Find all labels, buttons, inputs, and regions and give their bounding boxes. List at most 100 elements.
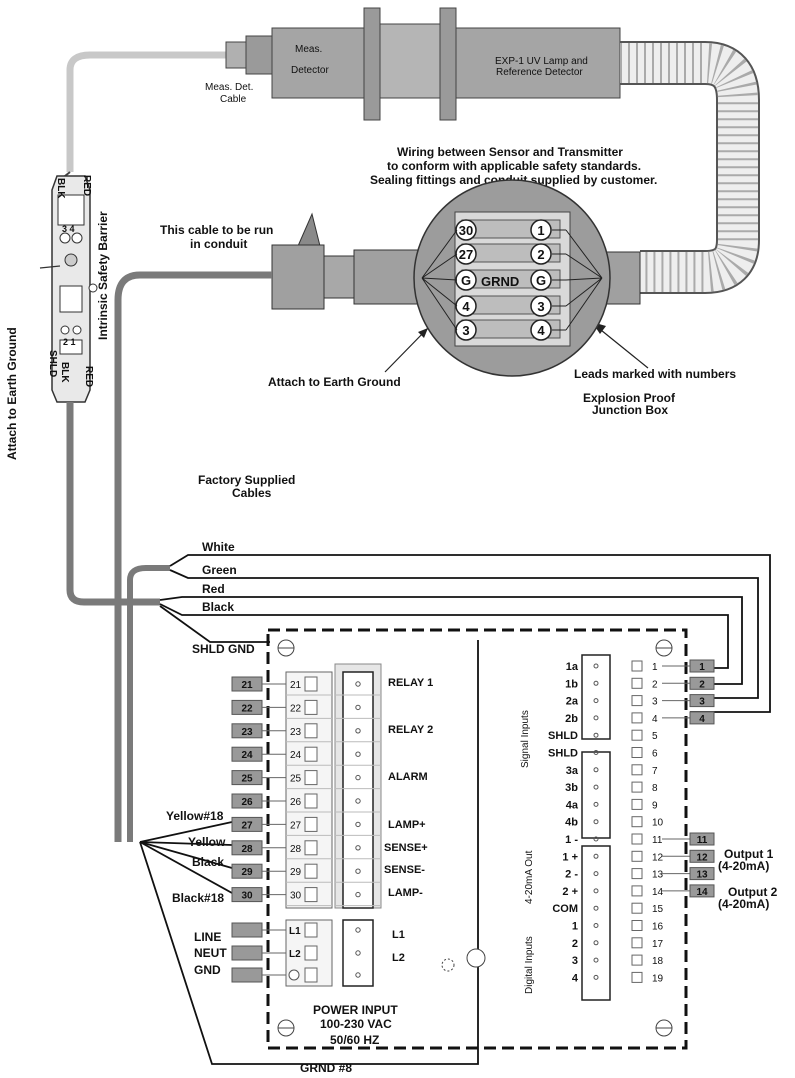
earth-arrow-head [418, 328, 428, 338]
left-leads [421, 229, 458, 331]
relay-contact [355, 728, 361, 734]
terminal-screw [304, 922, 318, 938]
jb-left-badge [455, 219, 477, 241]
flange-left [363, 7, 381, 121]
black18-wire [139, 841, 233, 894]
terminal-number: 29 [290, 867, 302, 878]
wire-tag-number: 30 [241, 891, 253, 902]
right-screw [631, 816, 643, 828]
right-screw [631, 764, 643, 776]
right-terminal-number: 14 [652, 887, 664, 898]
right-terminal-label: SHLD [548, 748, 578, 760]
terminal-number: 27 [290, 820, 302, 831]
right-wire-tag [689, 884, 715, 898]
right-contact [593, 767, 599, 773]
right-contact [593, 974, 599, 980]
lamp-plus-label: LAMP+ [388, 819, 426, 831]
right-screw [631, 937, 643, 949]
terminal-screw [304, 770, 318, 786]
right-wire-tag-number: 11 [697, 835, 708, 846]
right-contact [593, 715, 599, 721]
right-terminal-label: 2b [565, 713, 578, 725]
jb-right-number: 1 [537, 223, 544, 238]
right-terminal-label: 1b [565, 678, 578, 690]
left-wire-labels: Yellow#18 Yellow Black Black#18 LINE NEU… [166, 809, 227, 977]
meas-detector-body [271, 27, 365, 99]
junction-center-label: GRND [481, 274, 519, 289]
right-contact [593, 888, 599, 894]
right-terminal-label: 3 [572, 955, 578, 967]
black-wire-2 [139, 841, 233, 869]
right-screw [631, 850, 643, 862]
seal-fitting [271, 244, 325, 310]
relay-block [342, 671, 374, 909]
relay2-label: RELAY 2 [388, 724, 433, 736]
right-screw [631, 729, 643, 741]
white-label: White [202, 540, 235, 554]
right-terminal-label: 2a [566, 696, 579, 708]
relay-contact [355, 774, 361, 781]
terminal-screw [304, 967, 318, 983]
wire-tag-number: 27 [241, 820, 253, 831]
lamp-label-2: Reference Detector [496, 67, 583, 78]
sense-plus-label: SENSE+ [384, 842, 428, 854]
right-terminal-label: SHLD [548, 730, 578, 742]
jb-left-number: 4 [462, 299, 470, 314]
power-contact [355, 950, 361, 956]
right-wire-tag [689, 711, 715, 725]
meas-detector-label-1: Meas. [295, 44, 322, 55]
junction-note-1: Explosion Proof [583, 391, 676, 405]
right-wire-tag [689, 867, 715, 881]
meas-cable-label-2: Cable [220, 94, 247, 105]
signal-cables [139, 554, 771, 1065]
attach-earth-note: Attach to Earth Ground [268, 375, 401, 389]
yellow18-label: Yellow#18 [166, 809, 224, 823]
wire-tag-number: 22 [241, 703, 253, 714]
cable-labels: White Green Red Black SHLD GND GRND #8 [192, 540, 352, 1075]
right-contact [593, 801, 599, 807]
yellow-label: Yellow [188, 835, 226, 849]
yellow-wire [139, 841, 233, 846]
terminal-screw [304, 723, 318, 739]
digital-inputs-label: Digital Inputs [524, 936, 535, 994]
barrier-nums-top: 3 4 [62, 224, 75, 234]
gnd-wire-tag [231, 967, 263, 983]
right-screw [631, 833, 643, 845]
right-terminal-number: 2 [652, 679, 658, 690]
power-input-3: 50/60 HZ [330, 1033, 379, 1047]
right-wire-tag-number: 14 [696, 887, 708, 898]
jb-left-number: 30 [459, 223, 473, 238]
terminal-number: 26 [290, 797, 302, 808]
l2-label: L2 [392, 952, 405, 964]
factory-note-1: Factory Supplied [198, 473, 295, 487]
right-terminal-number: 10 [652, 818, 664, 829]
lamp-minus-label: LAMP- [388, 887, 423, 899]
ground-symbol [441, 958, 455, 972]
right-contact [593, 784, 599, 790]
right-contact [593, 871, 599, 877]
right-wire-tag-number: 12 [696, 852, 708, 863]
right-terminal-label: 4b [565, 817, 578, 829]
black-wire-label: Black [192, 855, 224, 869]
output1-title: Output 1 [724, 847, 774, 861]
relay-contact [355, 845, 361, 851]
junction-note-2: Junction Box [592, 403, 668, 417]
leads-note: Leads marked with numbers [574, 367, 736, 381]
right-wire-tag-number: 2 [699, 679, 705, 690]
right-contact [593, 923, 599, 928]
right-contact [593, 905, 599, 911]
barrier-blk-top: BLK [55, 178, 66, 199]
right-terminal-label: 1a [566, 661, 579, 673]
cable-connector [225, 41, 247, 69]
jb-left-badge [455, 295, 477, 317]
right-terminal-number: 8 [652, 783, 658, 794]
barrier-label: Intrinsic Safety Barrier [96, 211, 110, 340]
right-terminal-label: 1 - [565, 834, 578, 846]
right-terminal-label: 1 [572, 921, 578, 933]
line-label: LINE [194, 930, 221, 944]
alarm-label: ALARM [388, 771, 428, 783]
conduit-fin [297, 212, 321, 247]
jb-left-number: 27 [459, 247, 473, 262]
jb-right-badge [530, 219, 552, 241]
